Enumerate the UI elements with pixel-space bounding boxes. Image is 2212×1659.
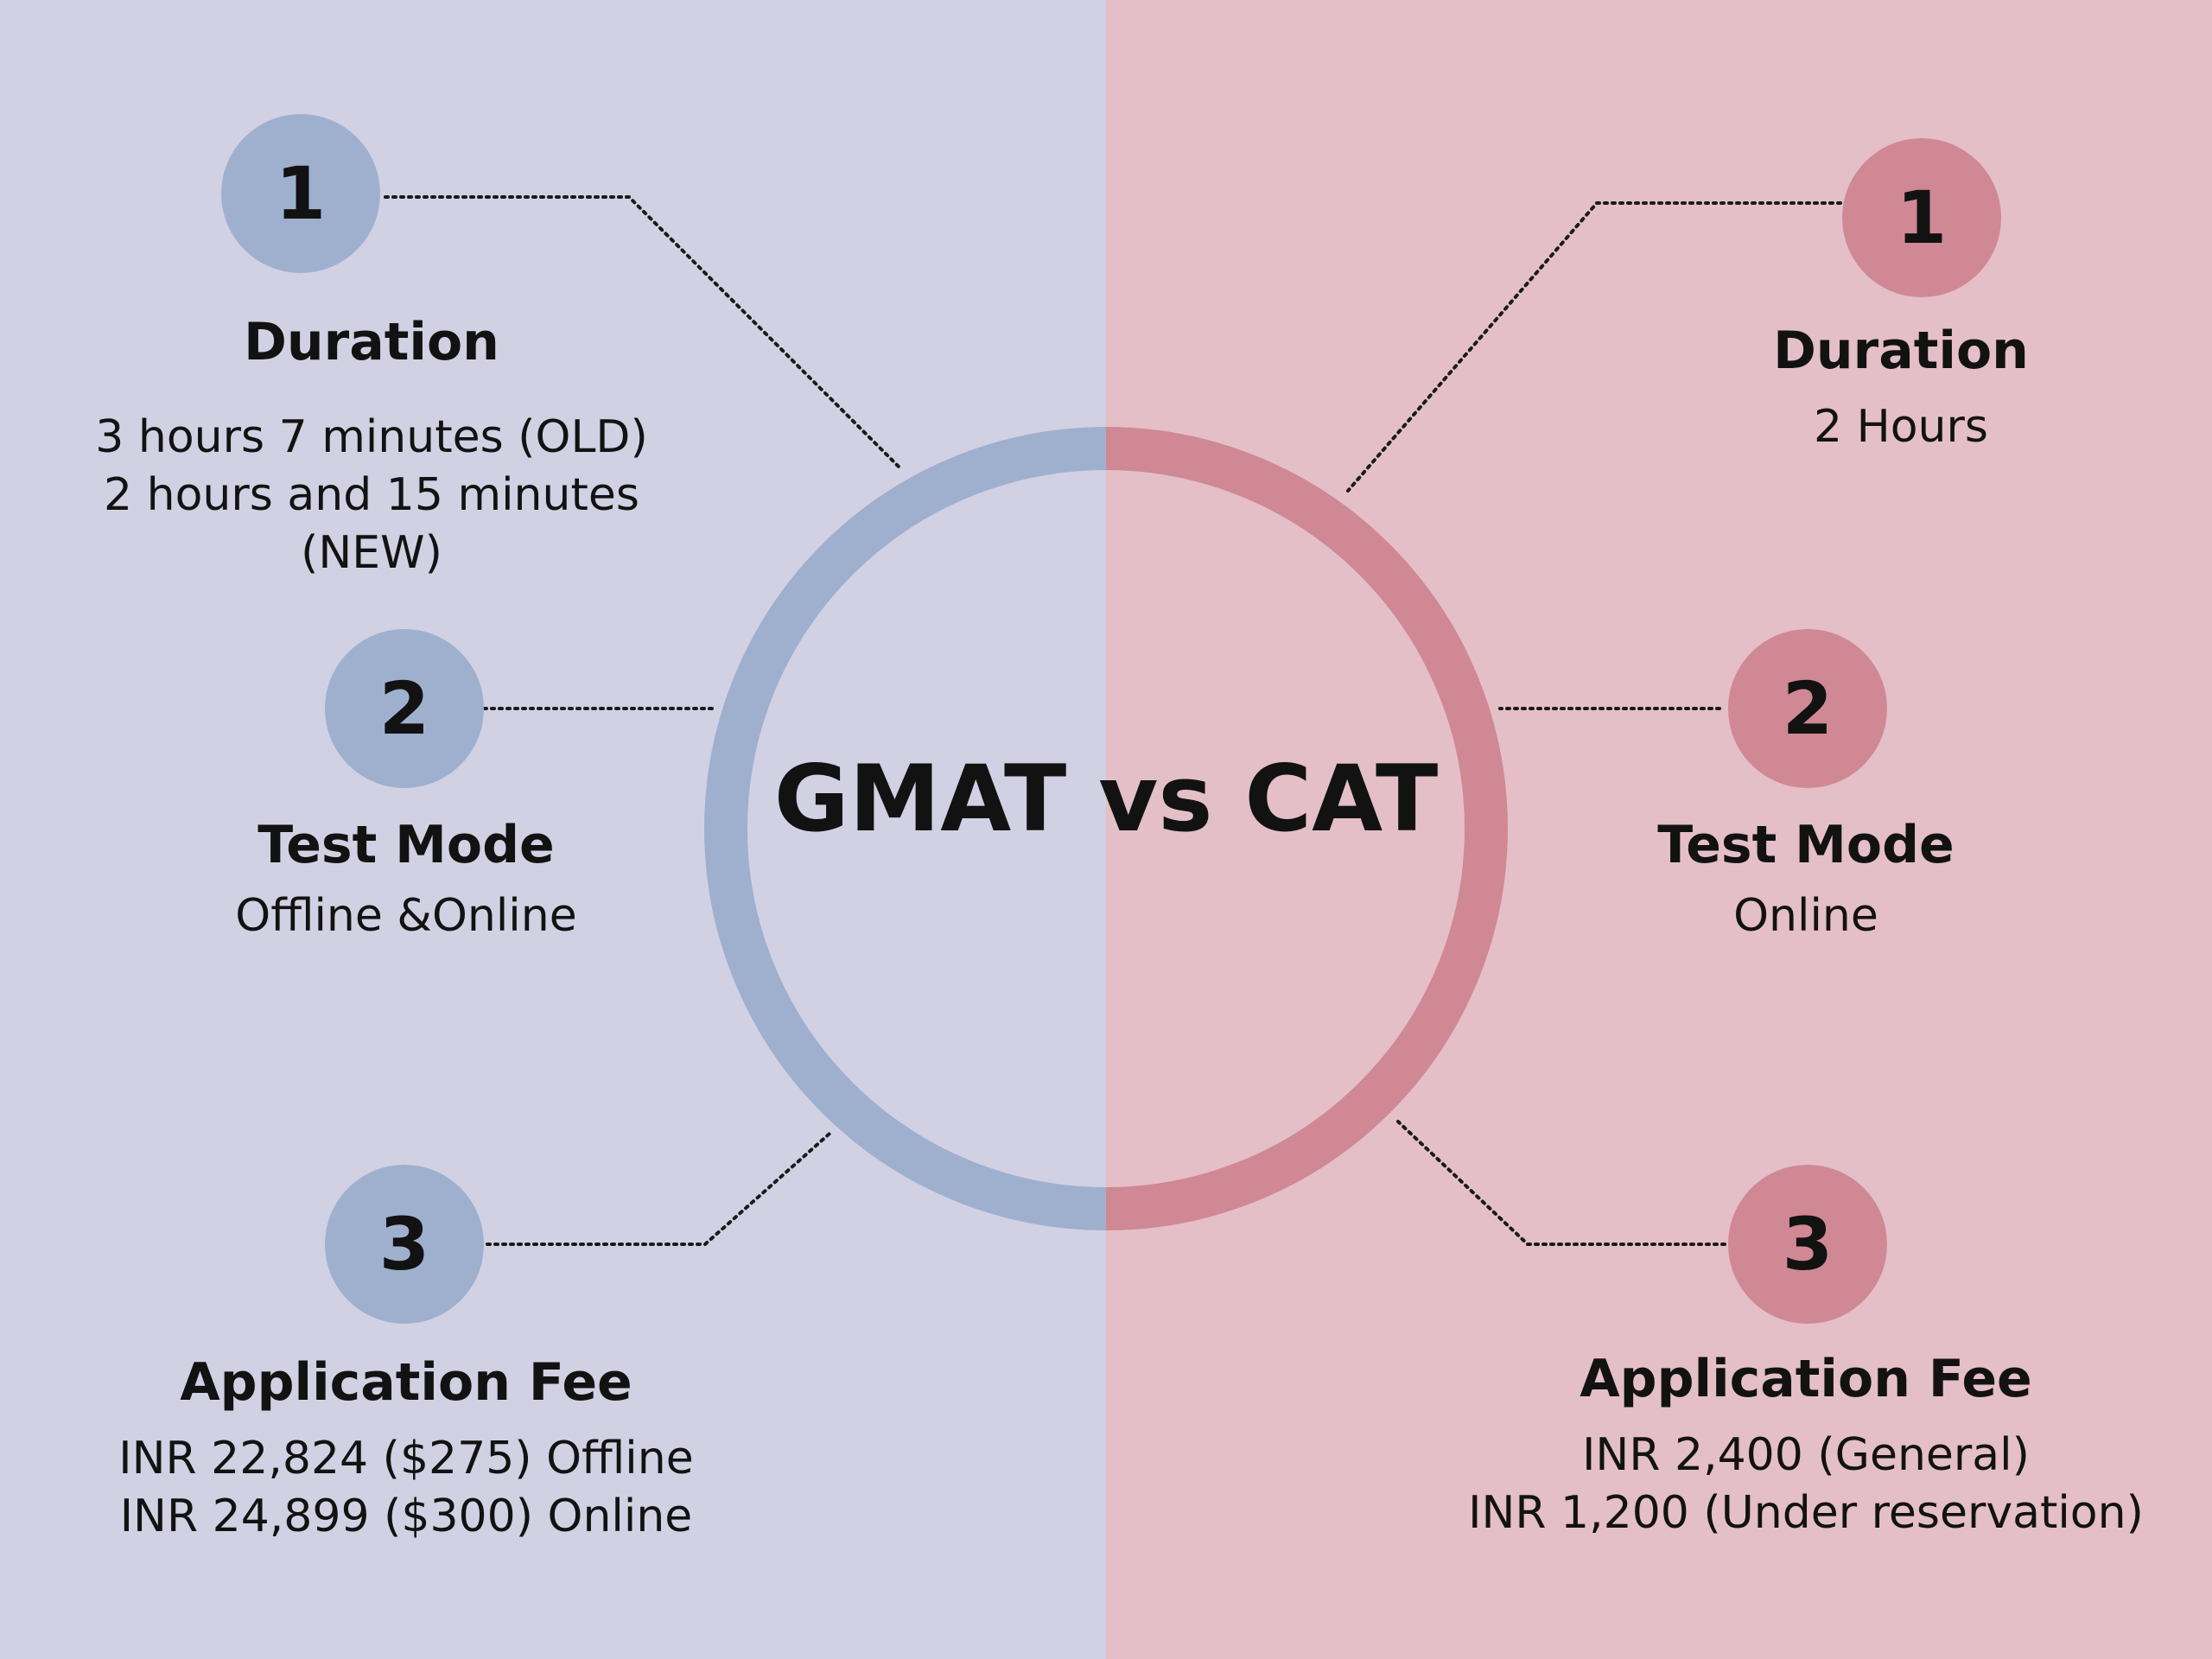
cat-application-fee-line-1: INR 2,400 (General) <box>1582 1429 2030 1481</box>
gmat-ring-half <box>704 427 1107 1230</box>
cat-connector-3 <box>1396 1120 1726 1246</box>
cat-application-fee-heading: Application Fee <box>1580 1349 2032 1409</box>
cat-test-mode-heading: Test Mode <box>1657 815 1955 875</box>
cat-number-badge-3: 3 <box>1728 1165 1887 1324</box>
cat-application-fee-line-2: INR 1,200 (Under reservation) <box>1468 1487 2144 1539</box>
cat-panel <box>1106 0 2212 1659</box>
gmat-test-mode-line-1: Offline &Online <box>235 890 577 942</box>
gmat-application-fee-line-1: INR 22,824 ($275) Offline <box>118 1433 694 1484</box>
gmat-application-fee-line-2: INR 24,899 ($300) Online <box>119 1491 693 1542</box>
cat-test-mode-line-1: Online <box>1733 890 1878 942</box>
gmat-number-badge-1: 1 <box>221 114 380 273</box>
gmat-panel <box>0 0 1106 1659</box>
cat-duration-block: Duration 2 Hours <box>1624 321 2177 456</box>
gmat-duration-block: Duration 3 hours 7 minutes (OLD) 2 hours… <box>35 313 709 582</box>
gmat-number-badge-3: 3 <box>325 1165 484 1324</box>
cat-connector-1 <box>1346 201 1842 493</box>
gmat-connector-3 <box>486 1132 831 1246</box>
cat-duration-heading: Duration <box>1773 321 2029 381</box>
gmat-duration-line-2: 2 hours and 15 minutes <box>104 469 639 521</box>
gmat-number-badge-2: 2 <box>325 629 484 788</box>
cat-ring-half <box>1105 427 1508 1230</box>
cat-number-badge-1: 1 <box>1842 138 2001 297</box>
gmat-test-mode-block: Test Mode Offline &Online <box>104 816 709 945</box>
gmat-duration-line-3: (NEW) <box>301 527 442 579</box>
gmat-duration-line-1: 3 hours 7 minutes (OLD) <box>95 411 648 463</box>
gmat-application-fee-heading: Application Fee <box>180 1352 632 1413</box>
gmat-test-mode-heading: Test Mode <box>257 815 555 875</box>
gmat-duration-heading: Duration <box>244 312 499 372</box>
cat-test-mode-block: Test Mode Online <box>1538 816 2074 945</box>
cat-application-fee-block: Application Fee INR 2,400 (General) INR … <box>1426 1350 2186 1542</box>
cat-duration-line-1: 2 Hours <box>1814 401 1988 453</box>
gmat-application-fee-block: Application Fee INR 22,824 ($275) Offlin… <box>35 1353 778 1546</box>
gmat-connector-1 <box>384 195 900 468</box>
comparison-title: GMAT vs CAT <box>773 746 1439 852</box>
cat-number-badge-2: 2 <box>1728 629 1887 788</box>
